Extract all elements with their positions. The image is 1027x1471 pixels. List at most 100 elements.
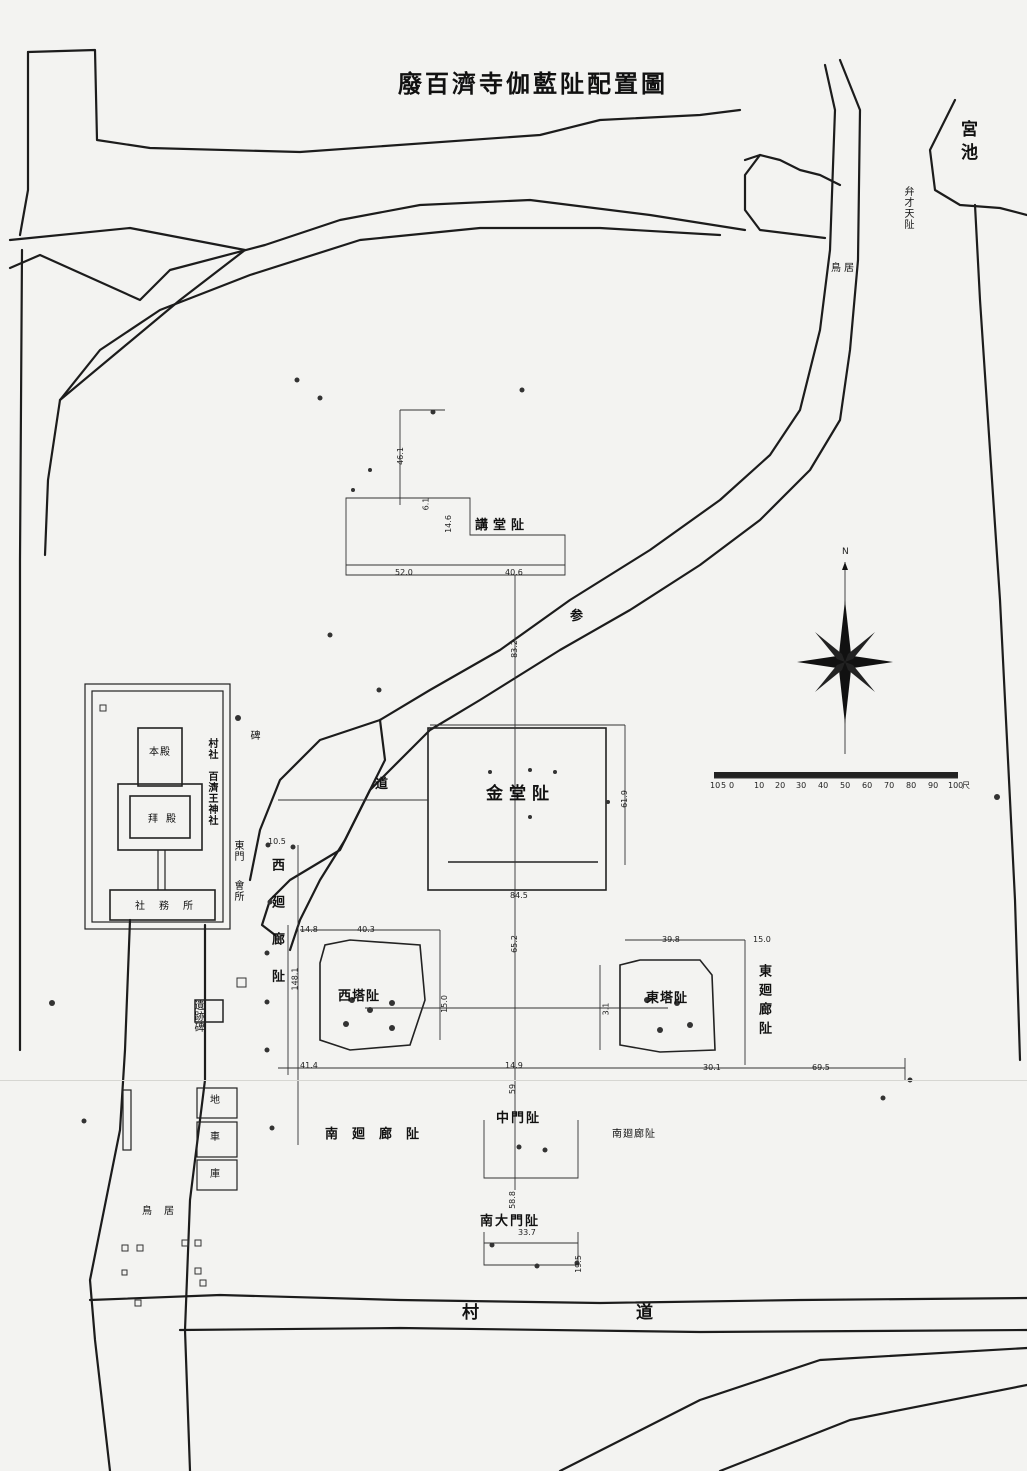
boundary-north-w (18, 50, 30, 237)
label-kodo: 講堂阯 (475, 518, 530, 533)
east-boundary (973, 203, 1022, 1062)
map-title: 廢百濟寺伽藍阯配置圖 (398, 69, 668, 98)
label-san: 参 (570, 609, 589, 624)
label-monument: 遺跡碑 (192, 1000, 203, 1033)
south-east-road-b (718, 1383, 1027, 1471)
label-do: 道 (375, 777, 394, 792)
compass-north-label: N (842, 547, 849, 557)
label-danchi: 地 (210, 1095, 221, 1106)
dim-label: 58.8 (507, 1191, 517, 1209)
pond-outline (928, 98, 1027, 217)
small-markers (99, 704, 247, 1307)
label-torii-south: 鳥居 (142, 1206, 186, 1217)
dim-label: 52.0 (395, 568, 413, 577)
label-bi: 碑 (248, 730, 259, 741)
dim-label: 61.9 (619, 790, 629, 808)
label-shrine: 村社 百濟王神社 (206, 738, 217, 826)
dim-label: 59 (508, 1083, 518, 1095)
label-kaisho: 會所 (232, 880, 243, 902)
foundation-stones (49, 377, 1000, 1269)
shrine-precinct-inner (91, 690, 224, 923)
label-benzaiten: 弁才天阯 (902, 186, 913, 230)
label-tomon: 東門 (232, 840, 243, 862)
label-pond: 宮池 (957, 120, 977, 166)
dim-label: 30.1 (703, 1063, 721, 1072)
label-sha: 車 (210, 1132, 221, 1143)
label-nishi-kairo: 西廻廊阯 (269, 858, 284, 1006)
kondo-outline (427, 727, 607, 891)
village-road-south (178, 1326, 1027, 1334)
dim-label: 15.0 (753, 935, 771, 944)
label-minami-kairo-west: 南廻廊阯 (325, 1127, 434, 1142)
haiden-inner (129, 795, 191, 839)
dim-label: 83.2 (509, 640, 519, 658)
wall-section (122, 1089, 132, 1151)
label-ko: 庫 (210, 1169, 221, 1180)
scale-ticks: 10 5 0 10 20 30 40 50 60 70 80 90 100 尺 (710, 781, 970, 790)
haiden-outline (117, 783, 203, 851)
scale-bar (714, 772, 958, 778)
dim-label: 84.5 (510, 891, 528, 900)
south-east-road (558, 1346, 1027, 1471)
approach-road-west (248, 63, 837, 882)
pond-loop (743, 153, 827, 240)
label-chumon: 中門阯 (496, 1111, 542, 1126)
dim-label: 41.4 (300, 1061, 318, 1070)
shrine-precinct-outer (84, 683, 231, 930)
south-west-lane (88, 918, 132, 1471)
pond-road (743, 153, 842, 187)
south-west-lane-b (183, 923, 207, 1471)
kodo-outline (345, 497, 566, 576)
dim-label: 46.1 (395, 447, 405, 465)
road-west-b (43, 248, 247, 557)
storehouse-a (196, 1087, 238, 1119)
nandaimon-outline (483, 1232, 579, 1266)
page-fold (0, 1080, 1027, 1081)
dim-label: 19.5 (573, 1255, 583, 1273)
dim-label: 69.5 (812, 1063, 830, 1072)
label-higashi-kairo: 東廻廊阯 (756, 964, 771, 1040)
dim-label: 14.8 (300, 925, 318, 934)
dim-label: 10.5 (268, 837, 286, 846)
dim-label: 14.6 (443, 515, 453, 533)
east-pagoda-outline (619, 959, 716, 1053)
stone-monument (194, 999, 224, 1023)
label-village-road: 村 道 (462, 1303, 723, 1323)
dim-label: 40.3 (357, 925, 375, 934)
label-honden: 本殿 (149, 747, 171, 758)
dim-label: 39.8 (662, 935, 680, 944)
label-haiden: 拜殿 (148, 814, 184, 825)
compass-rose (797, 562, 893, 754)
label-nandaimon: 南大門阯 (480, 1214, 541, 1229)
label-minami-kairo-east: 南廻廊阯 (612, 1129, 656, 1140)
dim-label: 14.9 (505, 1061, 523, 1070)
west-pagoda-outline (319, 939, 426, 1051)
boundary-north (26, 48, 742, 154)
shamusho-outline (109, 889, 216, 921)
chumon-outline (483, 1120, 579, 1179)
dim-label: 33.7 (518, 1228, 536, 1237)
storehouse-c (196, 1159, 238, 1191)
dim-label: 65.2 (509, 935, 519, 953)
road-west-a (8, 226, 247, 252)
dim-label: 6.1 (421, 497, 431, 511)
honden-outline (137, 727, 183, 787)
village-road-north (88, 1293, 1027, 1305)
dim-label: 148.1 (290, 967, 300, 991)
label-nishi-to: 西塔阯 (338, 989, 381, 1004)
road-west-c (18, 248, 24, 1052)
label-higashi-to: 東塔阯 (646, 991, 689, 1006)
approach-loop-inner (260, 718, 387, 937)
dim-label: 15.0 (439, 995, 449, 1013)
label-torii-north: 鳥居 (831, 263, 857, 274)
dim-label: 40.6 (505, 568, 523, 577)
road-west-e (58, 226, 722, 402)
approach-road-east (408, 58, 862, 752)
storehouse-b (196, 1121, 238, 1158)
road-west-d (8, 198, 747, 302)
dim-label: 3.1 (601, 1002, 611, 1016)
label-shamusho: 社務所 (135, 901, 207, 912)
label-kondo: 金堂阯 (486, 784, 555, 804)
